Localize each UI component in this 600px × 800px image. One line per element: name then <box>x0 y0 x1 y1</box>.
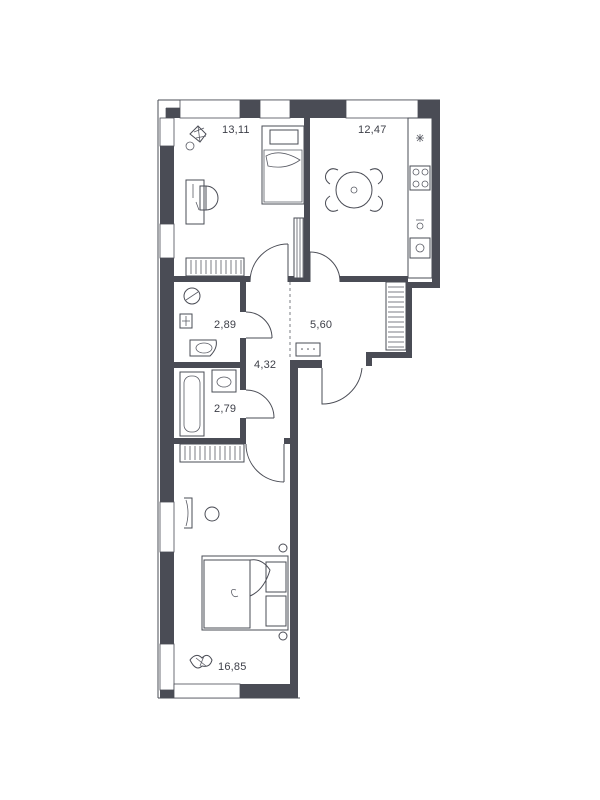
area-label-kitchen: 12,47 <box>358 124 387 136</box>
wardrobe-top <box>185 257 245 277</box>
area-label-bath: 2,79 <box>214 403 236 415</box>
walls <box>160 100 440 698</box>
plant-icon-bottom <box>189 654 213 669</box>
hall-bench <box>295 342 321 357</box>
area-label-bedroom-bottom: 16,85 <box>218 661 247 673</box>
dresser <box>184 497 220 529</box>
radiator-bedroom <box>293 217 305 279</box>
bath-sink <box>211 369 237 393</box>
plant-icon <box>185 125 207 151</box>
bathtub <box>179 371 205 437</box>
area-label-wc: 2,89 <box>214 319 236 331</box>
kitchen-counter <box>407 117 433 279</box>
desk <box>185 179 219 225</box>
wardrobe-bedroom-bottom <box>179 443 245 463</box>
windows <box>159 99 419 699</box>
doors <box>245 243 363 483</box>
wardrobe-hall <box>385 281 407 351</box>
nightstands <box>278 543 288 641</box>
area-label-bedroom-top: 13,11 <box>222 124 250 136</box>
wc-room-fixtures <box>179 287 217 357</box>
bed-bottom <box>201 555 289 631</box>
area-label-corridor: 4,32 <box>254 359 276 371</box>
area-label-hallway: 5,60 <box>310 319 332 331</box>
bed-top <box>261 125 305 205</box>
dining-table <box>325 168 383 212</box>
